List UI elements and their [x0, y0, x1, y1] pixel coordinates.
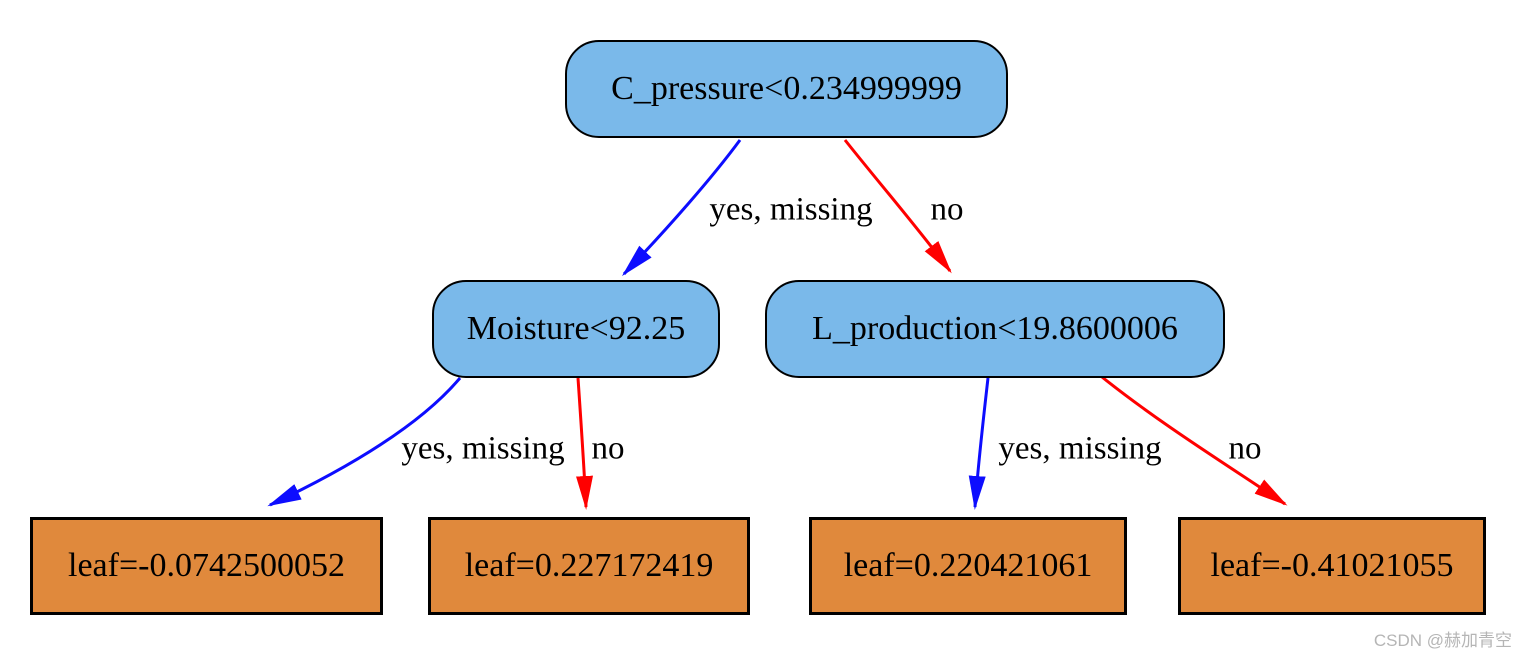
watermark-text: CSDN @赫加青空 [1373, 631, 1512, 650]
leaf-node-3: leaf=0.220421061 [809, 517, 1127, 615]
split-node-moisture: Moisture<92.25 [432, 280, 720, 378]
split-node-root: C_pressure<0.234999999 [565, 40, 1008, 138]
edge-label-left-yes: yes, missing [401, 430, 565, 467]
edge-root-no-arrow [843, 139, 952, 274]
edge-root-yes-arrow [621, 139, 742, 277]
split-node-l-production: L_production<19.8600006 [765, 280, 1225, 378]
leaf-node-4: leaf=-0.41021055 [1178, 517, 1486, 615]
leaf-node-2: leaf=0.227172419 [428, 517, 750, 615]
edge-left-yes-arrow [267, 377, 462, 507]
edge-left-no-arrow [576, 377, 594, 510]
edge-label-root-no: no [930, 191, 964, 228]
edge-label-right-no: no [1228, 430, 1262, 467]
edge-right-yes-arrow [968, 377, 990, 510]
edge-right-no-arrow [1101, 375, 1288, 506]
edge-label-right-yes: yes, missing [998, 430, 1162, 467]
leaf-node-1: leaf=-0.0742500052 [30, 517, 383, 615]
edge-label-root-yes: yes, missing [709, 191, 873, 228]
edge-label-left-no: no [591, 430, 625, 467]
